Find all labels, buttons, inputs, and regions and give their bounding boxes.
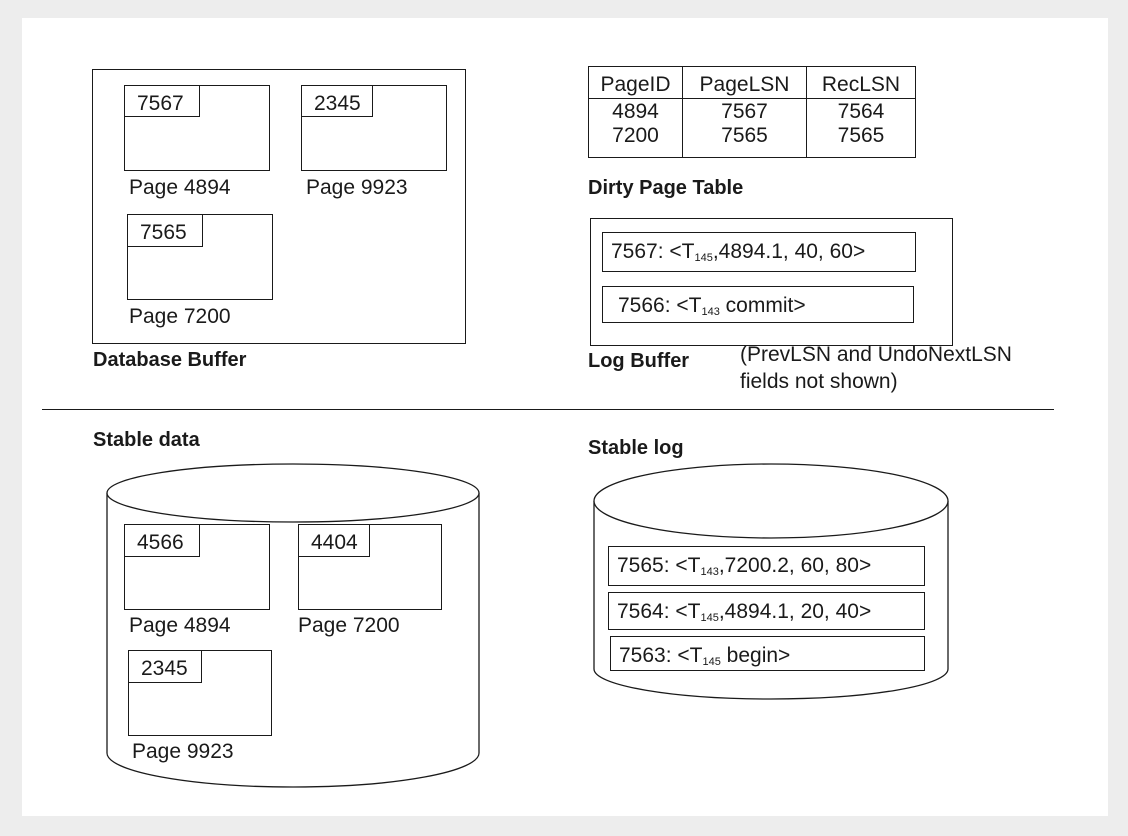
- database-buffer-title: Database Buffer: [93, 349, 247, 371]
- buffer-page-9923: 2345: [301, 85, 447, 171]
- table-row: 4894 7567 7564: [588, 98, 916, 124]
- log-buffer-record: 7567: <T145,4894.1, 40, 60>: [602, 232, 916, 272]
- buffer-page-7200: 7565: [127, 214, 273, 300]
- page-lsn-tag: 2345: [301, 85, 373, 117]
- table-cell: 7567: [682, 98, 807, 124]
- stable-page-4894: 4566: [124, 524, 270, 610]
- page-caption: Page 9923: [132, 740, 234, 763]
- dirty-page-table-title: Dirty Page Table: [588, 177, 744, 199]
- stable-data-title: Stable data: [93, 429, 200, 451]
- page-lsn-tag: 7565: [127, 214, 203, 247]
- stable-log-title: Stable log: [588, 437, 684, 459]
- section-divider: [42, 409, 1054, 411]
- stable-log-record: 7564: <T145,4894.1, 20, 40>: [608, 592, 925, 630]
- table-cell: 7564: [806, 98, 916, 124]
- page-lsn-tag: 4404: [298, 524, 370, 557]
- diagram-canvas: 7567 Page 4894 2345 Page 9923 7565 Page …: [22, 18, 1108, 816]
- page-caption: Page 9923: [306, 176, 408, 199]
- page-lsn-tag: 2345: [128, 650, 202, 683]
- page-caption: Page 4894: [129, 614, 231, 637]
- buffer-page-4894: 7567: [124, 85, 270, 171]
- stable-page-7200: 4404: [298, 524, 442, 610]
- page-caption: Page 7200: [298, 614, 400, 637]
- stable-log-record: 7563: <T145 begin>: [610, 636, 925, 671]
- table-cell: 7565: [806, 124, 916, 158]
- page-caption: Page 7200: [129, 305, 231, 328]
- stable-page-9923: 2345: [128, 650, 272, 736]
- table-cell: 7200: [588, 124, 683, 158]
- log-buffer-note: fields not shown): [740, 370, 898, 393]
- dirty-page-table: PageID PageLSN RecLSN 4894 7567 7564 720…: [588, 66, 916, 158]
- log-buffer-note: (PrevLSN and UndoNextLSN: [740, 343, 1012, 366]
- page-lsn-tag: 7567: [124, 85, 200, 117]
- page-lsn-tag: 4566: [124, 524, 200, 557]
- table-cell: 7565: [682, 124, 807, 158]
- stable-log-record: 7565: <T143,7200.2, 60, 80>: [608, 546, 925, 586]
- table-cell: 4894: [588, 98, 683, 124]
- table-row: 7200 7565 7565: [588, 124, 916, 158]
- page-caption: Page 4894: [129, 176, 231, 199]
- column-header: RecLSN: [806, 66, 916, 99]
- database-buffer-frame: [92, 69, 466, 344]
- log-buffer-title: Log Buffer: [588, 350, 690, 372]
- column-header: PageLSN: [682, 66, 807, 99]
- log-buffer-frame: [590, 218, 953, 346]
- log-buffer-record: 7566: <T143 commit>: [602, 286, 914, 323]
- column-header: PageID: [588, 66, 683, 99]
